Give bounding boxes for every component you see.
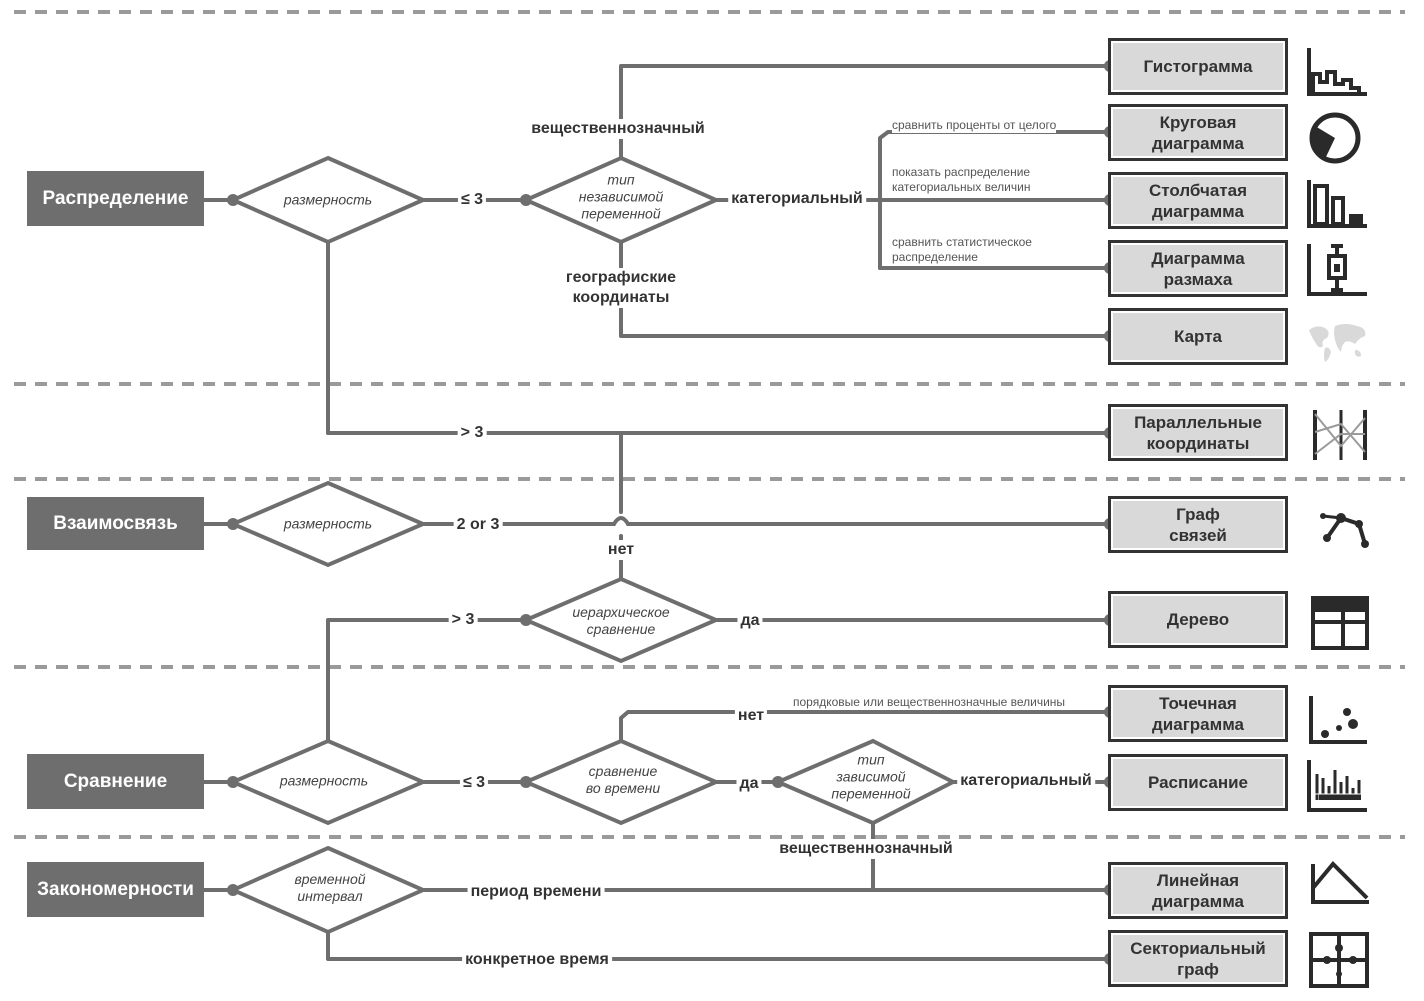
- edge-label-le3: ≤ 3: [457, 190, 487, 210]
- edge-label-le3: ≤ 3: [459, 773, 489, 793]
- output-map: Карта: [1108, 308, 1288, 365]
- decision-diamond-dep-var: [772, 738, 958, 826]
- category-comparison: Сравнение: [27, 754, 204, 809]
- decision-text-dim2: размерность: [283, 515, 373, 532]
- decision-text-time-int: временной интервал: [294, 871, 366, 904]
- output-bar-chart: Столбчатая диаграмма: [1108, 172, 1288, 229]
- decision-text-indep-var: тип независимой переменной: [578, 171, 664, 222]
- bar-chart-icon: [1307, 180, 1367, 228]
- edge-label-yes: да: [736, 774, 762, 794]
- edge-label-gt3: > 3: [448, 610, 478, 630]
- decision-text-dep-var: тип зависимой переменной: [831, 751, 911, 802]
- output-parallel-coordinates: Параллельные координаты: [1108, 404, 1288, 461]
- decision-diamond-dim1: [228, 155, 428, 245]
- box-plot-icon: [1307, 244, 1367, 296]
- output-tree: Дерево: [1108, 591, 1288, 648]
- histogram-icon: [1307, 48, 1367, 96]
- edge-label-yes: да: [737, 611, 763, 631]
- line-chart-icon: [1311, 861, 1369, 904]
- decision-text-over-time: сравнение во времени: [585, 763, 661, 796]
- decision-diamond-time-int: [228, 845, 428, 935]
- network-graph-icon: [1320, 513, 1369, 548]
- decision-diamond-indep-var: [521, 155, 721, 245]
- pie-chart-icon: [1309, 112, 1361, 164]
- output-pie-chart: Круговая диаграмма: [1108, 104, 1288, 161]
- edge-label-gt3: > 3: [457, 423, 487, 443]
- edge-label-specific-time: конкретное время: [462, 950, 612, 970]
- decision-text-hier: иерархическое сравнение: [572, 604, 670, 637]
- category-distribution: Распределение: [27, 171, 204, 226]
- edge-label-categorical: категориальный: [957, 771, 1095, 791]
- output-schedule: Расписание: [1108, 754, 1288, 811]
- edge-label-real-valued: вещественнозначный: [776, 839, 956, 859]
- world-map-icon: [1309, 324, 1366, 362]
- sector-graph-icon: [1309, 932, 1369, 988]
- edge-label-time-period: период времени: [467, 882, 605, 902]
- timeline-icon: [1307, 760, 1367, 812]
- note-compare-stat: сравнить статистическое распределение: [892, 235, 1032, 265]
- category-patterns: Закономерности: [27, 862, 204, 917]
- output-scatter: Точечная диаграмма: [1108, 685, 1288, 742]
- output-box-plot: Диаграмма размаха: [1108, 240, 1288, 297]
- scatter-plot-icon: [1309, 696, 1367, 744]
- note-show-distribution: показать распределение категориальных ве…: [892, 165, 1031, 195]
- output-histogram: Гистограмма: [1108, 38, 1288, 95]
- edge-label-geo: географиские координаты: [562, 268, 680, 308]
- edge-label-real-valued: вещественнозначный: [528, 119, 708, 139]
- treemap-icon: [1311, 596, 1369, 650]
- output-sector-graph: Секториальный граф: [1108, 930, 1288, 987]
- parallel-coordinates-icon: [1313, 410, 1367, 460]
- edge-label-no: нет: [604, 540, 638, 560]
- decision-diamonds: [227, 155, 958, 935]
- output-network-graph: Граф связей: [1108, 496, 1288, 553]
- edge-label-2-or-3: 2 or 3: [453, 515, 503, 535]
- decision-diamond-over-time: [520, 738, 722, 826]
- edge-label-no: нет: [734, 706, 768, 726]
- decision-text-dim1: размерность: [283, 191, 373, 208]
- decision-diamond-dim3: [227, 738, 429, 826]
- edge-label-categorical: категориальный: [728, 189, 866, 209]
- decision-text-dim3: размерность: [279, 772, 369, 789]
- note-compare-percent: сравнить проценты от целого: [892, 118, 1057, 133]
- output-line-chart: Линейная диаграмма: [1108, 862, 1288, 919]
- note-ordinal-or-real: порядковые или вещественнозначные величи…: [793, 695, 1066, 710]
- decision-diamond-hier: [520, 576, 722, 664]
- category-relationship: Взаимосвязь: [27, 497, 204, 550]
- decision-diamond-dim2: [227, 480, 429, 568]
